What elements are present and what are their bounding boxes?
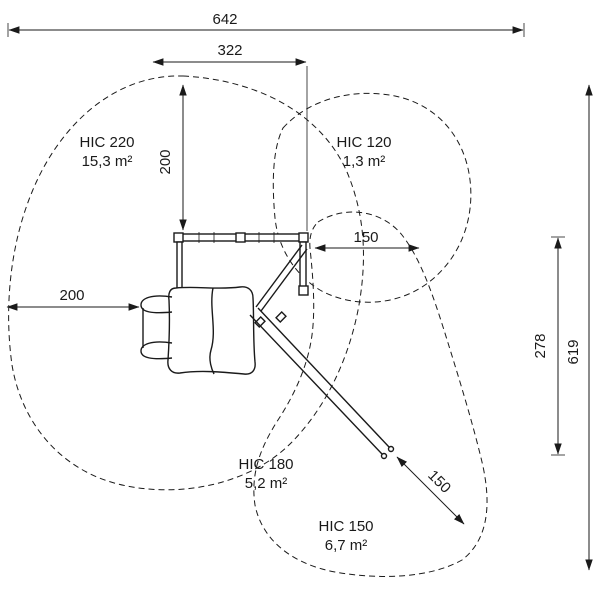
hic150-area: 6,7 m² — [325, 537, 368, 554]
post-right-lower — [298, 285, 309, 296]
left-upright — [176, 241, 183, 293]
climbing-panel — [167, 286, 256, 375]
post-top-middle — [235, 232, 246, 243]
dimension-label-top-depth: 200 — [157, 149, 174, 174]
hic120-area: 1,3 m² — [343, 153, 386, 170]
slide-end-foot — [380, 452, 388, 460]
dimension-label-inner-height: 278 — [532, 333, 549, 358]
slide-entry-mark — [275, 311, 287, 323]
dimension-label-total-width: 642 — [212, 11, 237, 28]
hic220-label: HIC 220 — [79, 134, 134, 151]
slide-entry-mark — [254, 316, 266, 328]
dimension-line-slide-run — [396, 456, 465, 525]
hic150-label: HIC 150 — [318, 518, 373, 535]
platform-edge-inner — [260, 248, 308, 312]
post-top-right — [298, 232, 309, 243]
dimension-label-inner-width: 322 — [217, 42, 242, 59]
safety-zone-hic220-outline — [8, 75, 364, 491]
dimension-label-right-offset: 150 — [353, 229, 378, 246]
dimension-lines: 642 322 200 150 200 278 619 150 — [6, 11, 593, 571]
post-top-left — [173, 232, 184, 243]
dimension-label-left-depth: 200 — [59, 287, 84, 304]
slide-rail-upper — [257, 307, 390, 448]
handrail-bottom — [140, 341, 173, 360]
platform-edge-outer — [255, 244, 303, 308]
safety-zone-hic120-outline — [272, 92, 472, 303]
play-structure — [140, 232, 395, 460]
slide-end-foot — [387, 445, 395, 453]
slide-rail-lower — [249, 314, 383, 455]
handrail-top — [140, 295, 173, 314]
hic180-area: 5,2 m² — [245, 475, 288, 492]
hic120-label: HIC 120 — [336, 134, 391, 151]
dimension-label-total-height: 619 — [565, 339, 582, 364]
right-upright — [299, 241, 307, 288]
zone-labels: HIC 220 15,3 m² HIC 120 1,3 m² HIC 180 5… — [79, 134, 391, 554]
safety-zone-hic150-outline — [253, 211, 488, 577]
safety-zones — [8, 75, 488, 577]
climbing-panel-seam — [209, 287, 215, 375]
hic180-label: HIC 180 — [238, 456, 293, 473]
dimension-label-slide-run: 150 — [424, 467, 454, 497]
hic220-area: 15,3 m² — [82, 153, 133, 170]
